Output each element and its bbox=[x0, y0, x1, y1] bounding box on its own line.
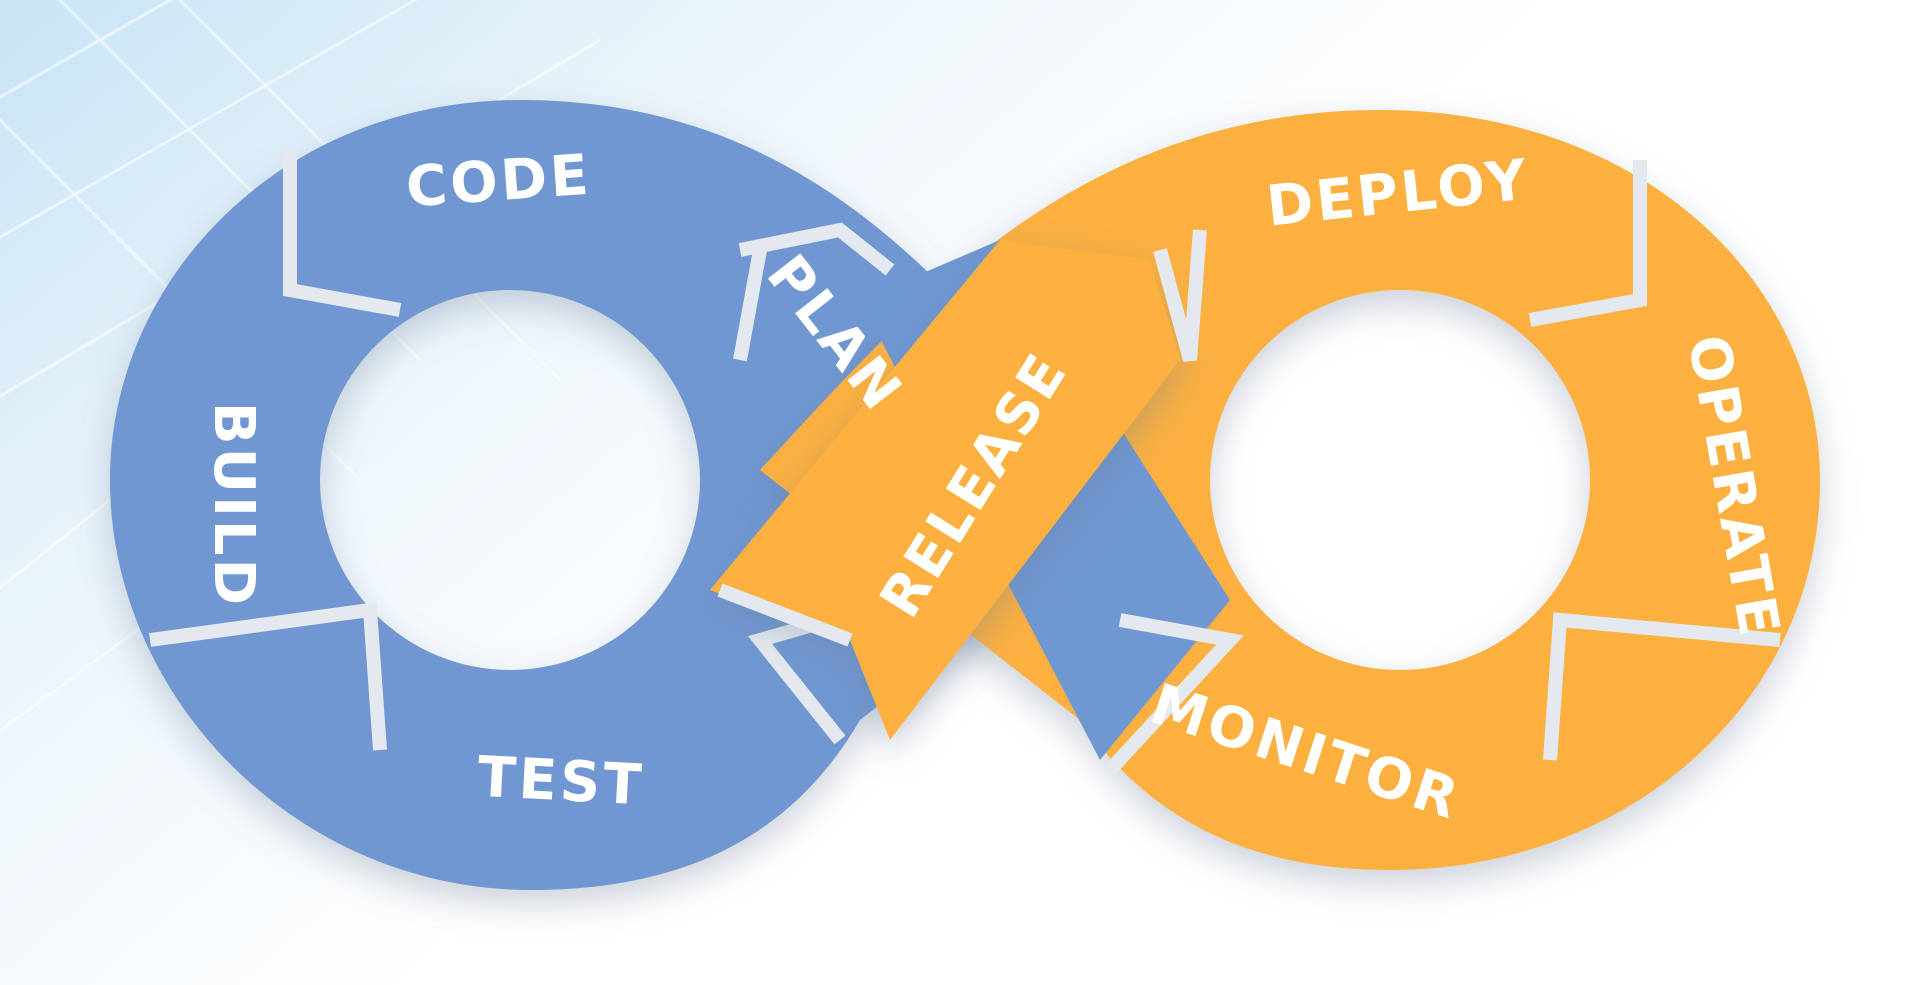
stage-label-build: BUILD bbox=[201, 402, 266, 608]
release-band bbox=[710, 240, 1180, 740]
stage-label-code: CODE bbox=[404, 143, 594, 221]
release-arrow bbox=[710, 240, 1180, 740]
stage-label-test: TEST bbox=[476, 745, 646, 819]
ops-segment-gaps bbox=[717, 160, 1781, 775]
